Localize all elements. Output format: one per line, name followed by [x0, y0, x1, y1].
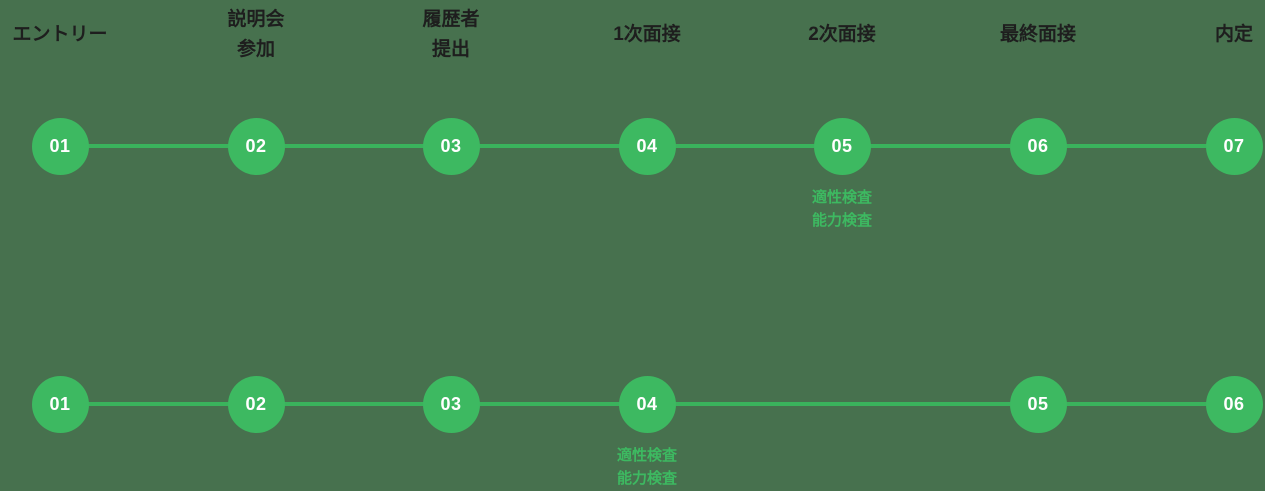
- timeline-1-step-circle-05: 05: [813, 117, 871, 175]
- timeline-1-step-circle-01: 01: [31, 117, 89, 175]
- step-note-line: 能力検査: [616, 470, 678, 487]
- step-number: 02: [245, 135, 267, 156]
- timeline-2-step-circle-04: 04: [618, 375, 676, 433]
- timeline-1-step-note: 適性検査能力検査: [812, 186, 872, 232]
- timeline-1-step-circle-06: 06: [1009, 117, 1067, 175]
- stage-label-line: 最終面接: [999, 24, 1077, 45]
- stage-label-4: 1次面接: [613, 5, 681, 65]
- step-number: 06: [1027, 135, 1049, 156]
- timeline-1-step-circle-03: 03: [422, 117, 480, 175]
- timeline-1-step-circle-02: 02: [227, 117, 285, 175]
- stage-label-line: 参加: [236, 39, 276, 60]
- timeline-2-step-circle-01: 01: [31, 375, 89, 433]
- step-number: 03: [440, 135, 462, 156]
- stage-label-1: エントリー: [12, 5, 107, 65]
- stage-label-5: 2次面接: [808, 5, 876, 65]
- stage-label-3: 履歴者提出: [422, 5, 479, 65]
- step-number: 05: [831, 135, 853, 156]
- step-number: 06: [1223, 393, 1245, 414]
- timeline-2-step-circle-03: 03: [422, 375, 480, 433]
- step-number: 01: [49, 135, 71, 156]
- timeline-2-step-circle-06: 06: [1205, 375, 1263, 433]
- timeline-2-step-note: 適性検査能力検査: [617, 444, 677, 490]
- step-note-line: 適性検査: [616, 447, 678, 464]
- stage-label-line: 2次面接: [808, 24, 876, 45]
- timeline-1-step-circle-04: 04: [618, 117, 676, 175]
- step-note-line: 適性検査: [811, 189, 873, 206]
- step-number: 02: [245, 393, 267, 414]
- stage-label-line: 内定: [1214, 24, 1254, 45]
- step-number: 05: [1027, 393, 1049, 414]
- step-number: 03: [440, 393, 462, 414]
- stage-label-7: 内定: [1215, 5, 1253, 65]
- timeline-2-step-circle-02: 02: [227, 375, 285, 433]
- stage-label-line: 提出: [431, 39, 471, 60]
- timeline-2-step-circle-05: 05: [1009, 375, 1067, 433]
- stage-label-line: エントリー: [12, 24, 108, 45]
- step-number: 07: [1223, 135, 1245, 156]
- stage-label-line: 履歴者: [422, 9, 480, 30]
- stage-label-6: 最終面接: [1000, 5, 1076, 65]
- step-number: 04: [636, 135, 658, 156]
- step-number: 04: [636, 393, 658, 414]
- stage-label-2: 説明会参加: [227, 5, 284, 65]
- step-note-line: 能力検査: [811, 212, 873, 229]
- timeline-1-step-circle-07: 07: [1205, 117, 1263, 175]
- stage-label-line: 説明会: [227, 9, 285, 30]
- stage-label-line: 1次面接: [613, 24, 681, 45]
- step-number: 01: [49, 393, 71, 414]
